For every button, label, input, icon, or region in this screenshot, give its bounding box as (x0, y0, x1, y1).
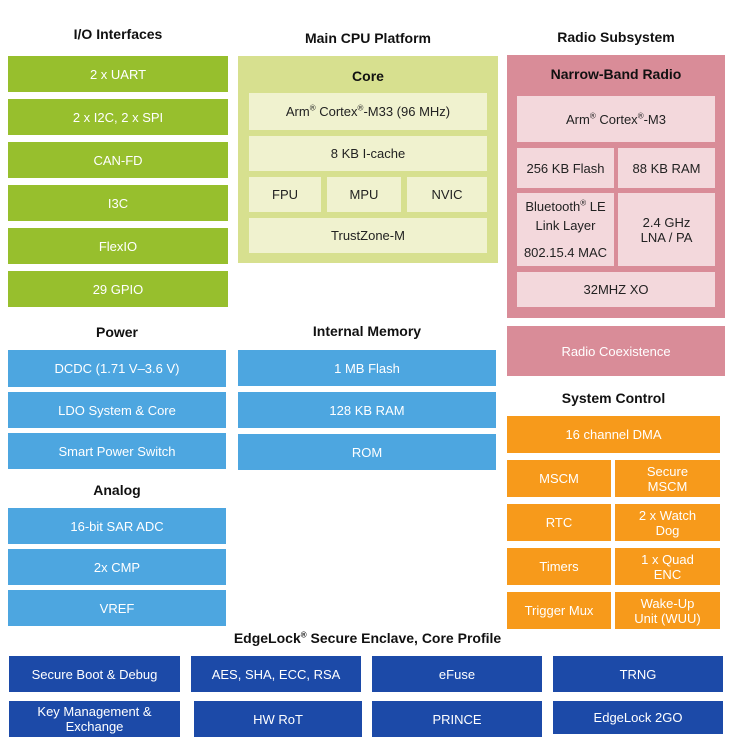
system-secure-mscm: Secure MSCM (615, 460, 720, 497)
system-mscm: MSCM (507, 460, 611, 497)
memory-ram: 128 KB RAM (238, 392, 496, 428)
system-trigger-mux: Trigger Mux (507, 592, 611, 629)
quad-enc-line2: ENC (653, 566, 682, 582)
system-dma: 16 channel DMA (507, 416, 720, 453)
registered-mark: ® (589, 111, 596, 121)
analog-adc: 16-bit SAR ADC (8, 508, 226, 544)
io-gpio: 29 GPIO (8, 271, 228, 307)
cpu-trustzone: TrustZone-M (249, 218, 487, 253)
analog-cmp: 2x CMP (8, 549, 226, 585)
watchdog-line2: Dog (655, 522, 680, 538)
power-smart-switch: Smart Power Switch (8, 433, 226, 469)
radio-ram: 88 KB RAM (618, 148, 715, 188)
memory-flash: 1 MB Flash (238, 350, 496, 386)
cortex-suffix: -M3 (643, 111, 666, 127)
wuu-line1: Wake-Up (640, 595, 695, 611)
wuu-line2: Unit (WUU) (634, 610, 701, 626)
edgelock-text: EdgeLock (233, 630, 301, 646)
power-title: Power (95, 324, 138, 340)
arm-text: Arm (566, 111, 590, 127)
radio-ble-link-layer: Bluetooth® LE Link Layer 802.15.4 MAC (517, 193, 614, 266)
edgelock-key-management: Key Management & Exchange (9, 701, 180, 737)
bluetooth-text: Bluetooth (525, 199, 581, 214)
registered-mark: ® (309, 103, 316, 113)
io-flexio: FlexIO (8, 228, 228, 264)
edgelock-suffix: Secure Enclave, Core Profile (306, 630, 502, 646)
radio-xo: 32MHZ XO (517, 272, 715, 307)
cortex-text: Cortex (599, 111, 638, 127)
power-dcdc: DCDC (1.71 V–3.6 V) (8, 350, 226, 387)
system-watchdog: 2 x Watch Dog (615, 504, 720, 541)
edgelock-title: EdgeLock® Secure Enclave, Core Profile (0, 630, 735, 646)
arm-text: Arm (285, 104, 310, 119)
lna-pa-text: LNA / PA (640, 229, 693, 245)
io-i3c: I3C (8, 185, 228, 221)
edgelock-hw-rot: HW RoT (194, 701, 362, 737)
secure-mscm-line1: Secure (646, 463, 689, 479)
cortex-suffix: -M33 (96 MHz) (363, 104, 451, 119)
key-management-line2: Exchange (65, 719, 124, 734)
registered-mark: ® (637, 111, 644, 121)
radio-coexistence: Radio Coexistence (507, 326, 725, 376)
registered-mark: ® (580, 198, 587, 208)
io-i2c-spi: 2 x I2C, 2 x SPI (8, 99, 228, 135)
edgelock-crypto: AES, SHA, ECC, RSA (191, 656, 361, 692)
analog-vref: VREF (8, 590, 226, 626)
edgelock-secure-boot: Secure Boot & Debug (9, 656, 180, 692)
io-can-fd: CAN-FD (8, 142, 228, 178)
watchdog-line1: 2 x Watch (638, 507, 697, 523)
quad-enc-line1: 1 x Quad (641, 551, 694, 567)
radio-arm-cortex-m3: Arm® Cortex®-M3 (517, 96, 715, 142)
edgelock-trng: TRNG (553, 656, 723, 692)
analog-title: Analog (93, 482, 141, 498)
system-control-title: System Control (561, 390, 666, 406)
io-interfaces-title: I/O Interfaces (73, 26, 163, 42)
system-quad-enc: 1 x Quad ENC (615, 548, 720, 585)
ble-le-text: LE (586, 199, 606, 214)
cpu-nvic: NVIC (407, 177, 487, 212)
cpu-arm-cortex-m33: Arm® Cortex®-M33 (96 MHz) (249, 93, 487, 130)
edgelock-prince: PRINCE (372, 701, 542, 737)
lna-frequency: 2.4 GHz (642, 214, 691, 230)
cpu-fpu: FPU (249, 177, 321, 212)
cortex-text: Cortex (319, 104, 358, 119)
cpu-mpu: MPU (327, 177, 401, 212)
system-wake-up-unit: Wake-Up Unit (WUU) (615, 592, 720, 629)
system-rtc: RTC (507, 504, 611, 541)
link-layer-text: Link Layer (535, 218, 596, 233)
cpu-icache: 8 KB I-cache (249, 136, 487, 171)
system-timers: Timers (507, 548, 611, 585)
internal-memory-title: Internal Memory (312, 323, 422, 339)
radio-subsystem-title: Radio Subsystem (557, 29, 675, 45)
io-uart: 2 x UART (8, 56, 228, 92)
core-title: Core (352, 68, 384, 84)
cpu-platform-title: Main CPU Platform (304, 30, 431, 46)
power-ldo: LDO System & Core (8, 392, 226, 428)
radio-lna-pa: 2.4 GHz LNA / PA (618, 193, 715, 266)
radio-flash: 256 KB Flash (517, 148, 614, 188)
key-management-line1: Key Management & (37, 704, 152, 719)
edgelock-efuse: eFuse (372, 656, 542, 692)
mac-text: 802.15.4 MAC (523, 245, 608, 260)
narrow-band-radio-title: Narrow-Band Radio (550, 66, 682, 82)
registered-mark: ® (300, 630, 307, 640)
edgelock-2go: EdgeLock 2GO (553, 701, 723, 734)
memory-rom: ROM (238, 434, 496, 470)
registered-mark: ® (357, 103, 364, 113)
secure-mscm-line2: MSCM (647, 478, 688, 494)
